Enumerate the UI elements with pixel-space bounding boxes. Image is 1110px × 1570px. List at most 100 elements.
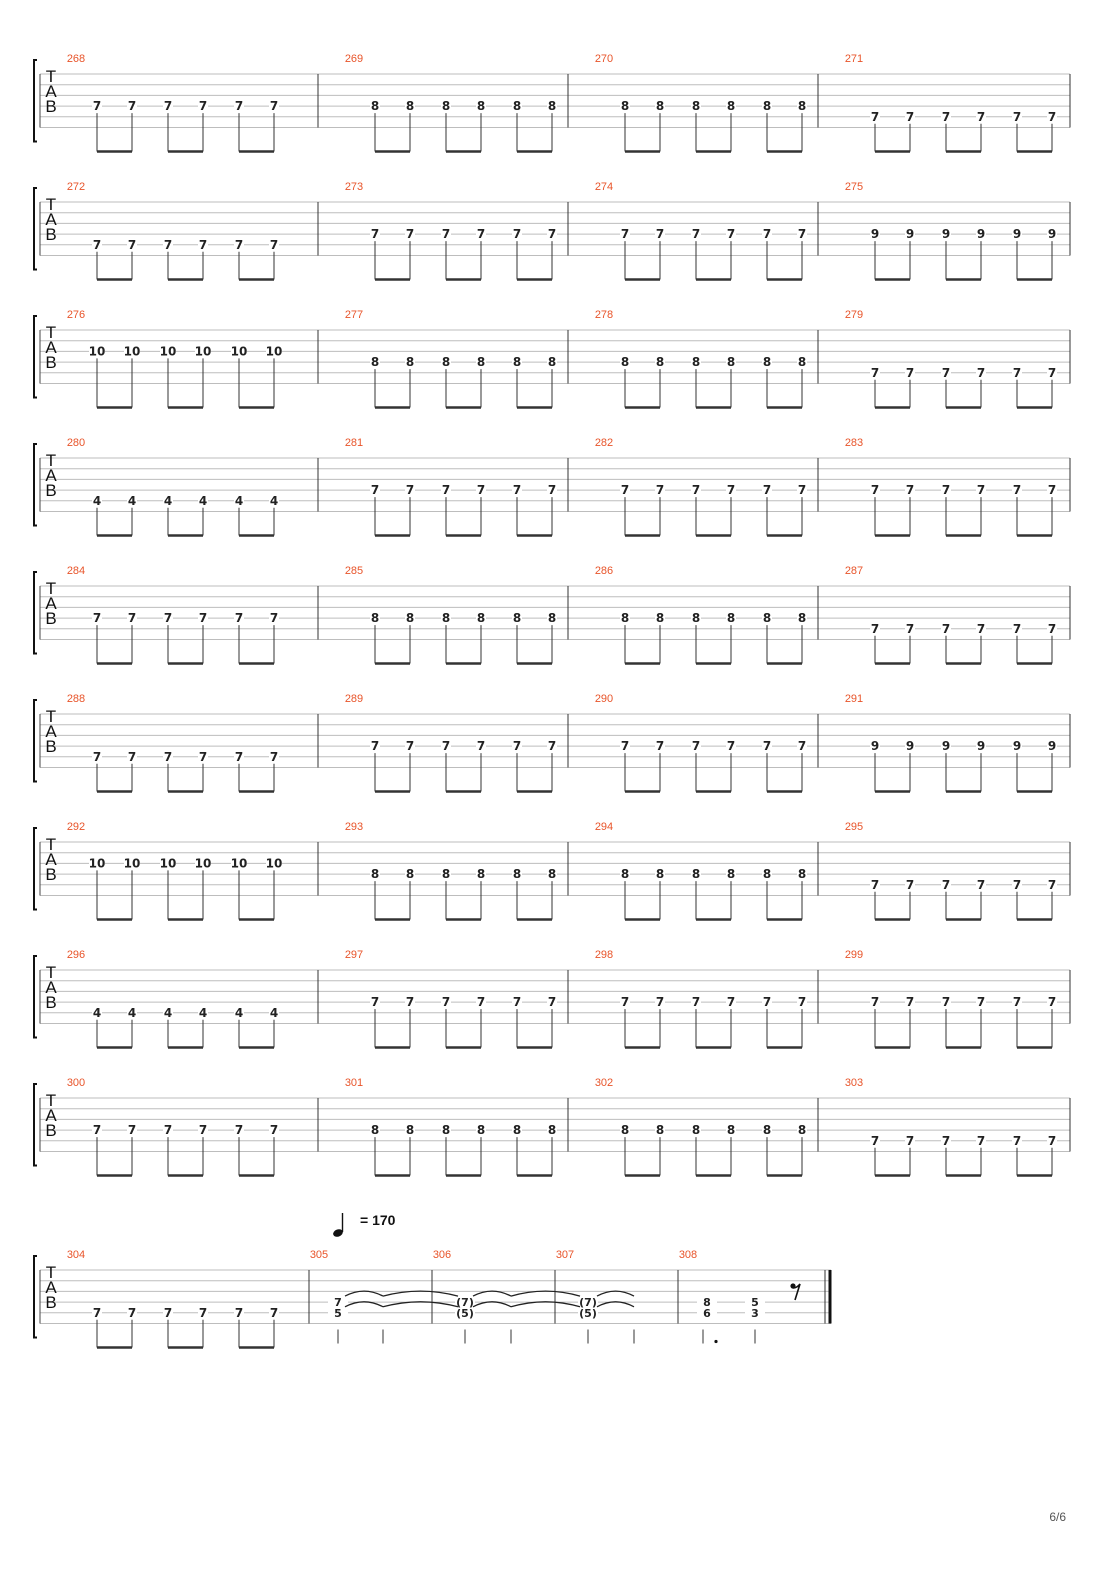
- fret-number: 7: [1013, 622, 1021, 636]
- fret-background: [745, 1306, 765, 1319]
- fret-background: [163, 612, 173, 625]
- tab-clef-letter-a: A: [45, 850, 57, 869]
- fret-number: 7: [977, 995, 985, 1009]
- fret-number: 7: [1013, 878, 1021, 892]
- fret-number: 8: [477, 867, 485, 881]
- page-number: 6/6: [1049, 1510, 1066, 1524]
- tab-clef-letter-b: B: [45, 481, 56, 500]
- fret-background: [512, 356, 522, 369]
- fret-number: 8: [798, 1123, 806, 1137]
- tie-arc: [344, 1290, 384, 1297]
- fret-background: [762, 612, 772, 625]
- fret-number: 10: [160, 856, 177, 870]
- fret-number: 7: [548, 995, 556, 1009]
- fret-background: [905, 1134, 915, 1147]
- fret-background: [476, 484, 486, 497]
- fret-background: [92, 612, 102, 625]
- fret-number: 7: [906, 483, 914, 497]
- fret-background: [92, 1306, 102, 1319]
- measure-number: 275: [845, 181, 863, 193]
- fret-background: [455, 1296, 475, 1309]
- tempo-value: = 170: [360, 1212, 396, 1228]
- tab-clef-letter-t: T: [46, 67, 56, 86]
- fret-background: [441, 612, 451, 625]
- fret-background: [655, 356, 665, 369]
- tab-clef-letter-t: T: [46, 963, 56, 982]
- fret-background: [328, 1306, 348, 1319]
- fret-number: 7: [906, 995, 914, 1009]
- fret-background: [512, 484, 522, 497]
- fret-number: 10: [195, 344, 212, 358]
- measure-number: 290: [595, 693, 613, 705]
- fret-number: 4: [128, 494, 136, 508]
- fret-background: [762, 484, 772, 497]
- fret-background: [476, 868, 486, 881]
- fret-number: 7: [1048, 878, 1056, 892]
- fret-background: [476, 356, 486, 369]
- fret-number: 7: [906, 878, 914, 892]
- measure-number: 294: [595, 821, 613, 833]
- measure-number: 293: [345, 821, 363, 833]
- fret-number: 7: [763, 227, 771, 241]
- fret-number: 7: [1048, 622, 1056, 636]
- fret-background: [1047, 1134, 1057, 1147]
- fret-background: [691, 484, 701, 497]
- fret-number: 7: [235, 99, 243, 113]
- fret-number: 4: [93, 1006, 101, 1020]
- tab-clef-letter-a: A: [45, 1278, 57, 1297]
- fret-number: 7: [656, 995, 664, 1009]
- tie-arc: [382, 1290, 459, 1297]
- fret-background: [870, 110, 880, 123]
- fret-background: [762, 1124, 772, 1137]
- fret-number: 9: [942, 739, 950, 753]
- fret-background: [370, 484, 380, 497]
- fret-number: 4: [199, 494, 207, 508]
- fret-number: 7: [763, 483, 771, 497]
- fret-number: 7: [798, 995, 806, 1009]
- measure-number: 306: [433, 1249, 451, 1261]
- fret-number: 4: [164, 1006, 172, 1020]
- fret-background: [797, 356, 807, 369]
- fret-number: 10: [266, 856, 283, 870]
- fret-background: [163, 494, 173, 507]
- fret-background: [870, 228, 880, 241]
- fret-background: [655, 740, 665, 753]
- fret-number: 8: [442, 355, 450, 369]
- fret-background: [198, 100, 208, 113]
- fret-background: [547, 1124, 557, 1137]
- fret-background: [726, 1124, 736, 1137]
- system-bracket: [33, 827, 37, 911]
- fret-background: [691, 1124, 701, 1137]
- fret-number: 7: [871, 366, 879, 380]
- fret-background: [870, 878, 880, 891]
- fret-number: 8: [442, 867, 450, 881]
- fret-number: 7: [406, 227, 414, 241]
- fret-number: 7: [727, 995, 735, 1009]
- fret-number: 5: [751, 1296, 759, 1309]
- fret-background: [1047, 878, 1057, 891]
- fret-number: 8: [406, 867, 414, 881]
- fret-number: (5): [456, 1307, 474, 1320]
- fret-number: 4: [270, 494, 278, 508]
- fret-background: [941, 484, 951, 497]
- fret-number: 8: [621, 867, 629, 881]
- fret-number: 7: [164, 750, 172, 764]
- fret-background: [370, 612, 380, 625]
- measure-number: 273: [345, 181, 363, 193]
- tab-clef-letter-a: A: [45, 466, 57, 485]
- fret-number: 10: [231, 856, 248, 870]
- fret-background: [547, 484, 557, 497]
- measure-number: 302: [595, 1077, 613, 1089]
- fret-number: 7: [656, 227, 664, 241]
- fret-number: 7: [513, 483, 521, 497]
- fret-background: [797, 484, 807, 497]
- fret-number: 7: [942, 483, 950, 497]
- fret-background: [905, 740, 915, 753]
- fret-number: 7: [199, 611, 207, 625]
- fret-number: 7: [942, 622, 950, 636]
- fret-background: [547, 996, 557, 1009]
- fret-background: [269, 238, 279, 251]
- fret-background: [405, 228, 415, 241]
